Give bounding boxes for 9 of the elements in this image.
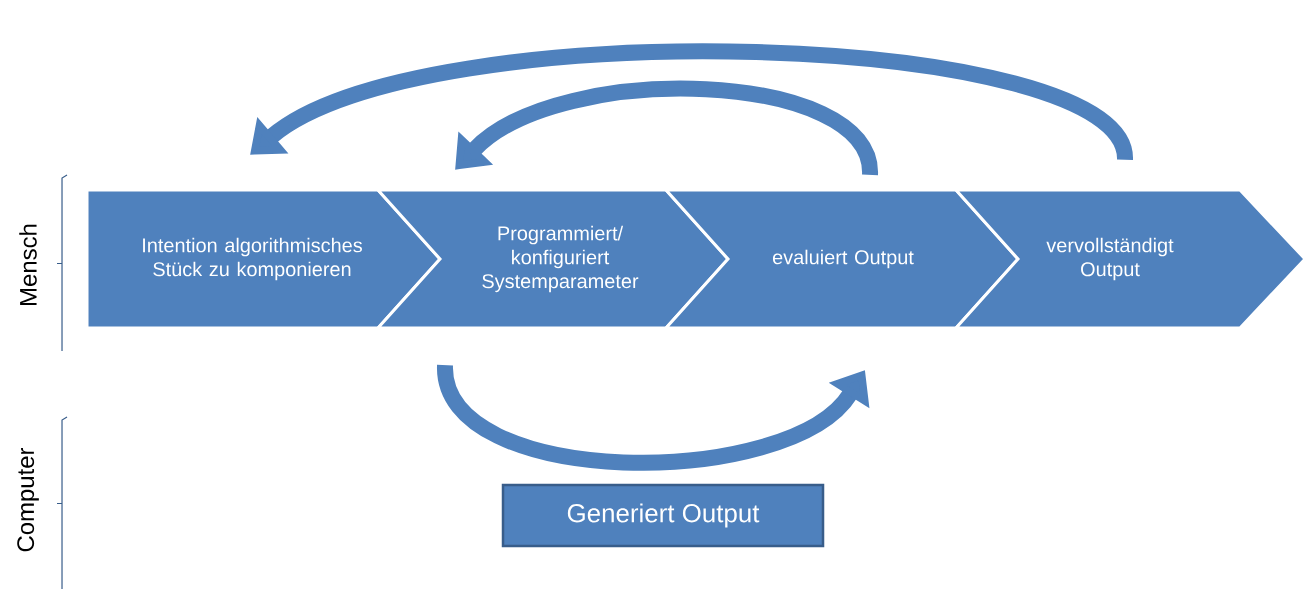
chevron-step: vervollständigt Output xyxy=(952,188,1308,330)
chevron-step: evaluiert Output xyxy=(662,188,1021,330)
chevron-step: Intention algorithmisches Stück zu komponieren xyxy=(85,188,443,330)
chevron-step: Programmiert/ konfiguriert Systemparameter xyxy=(374,188,731,330)
process-box: Generiert Output xyxy=(501,483,825,548)
curved-arrow xyxy=(250,44,1133,163)
side-label: Mensch xyxy=(19,224,37,305)
node-label: vervollständigt Output xyxy=(1046,237,1174,281)
side-label: Computer xyxy=(17,447,39,552)
